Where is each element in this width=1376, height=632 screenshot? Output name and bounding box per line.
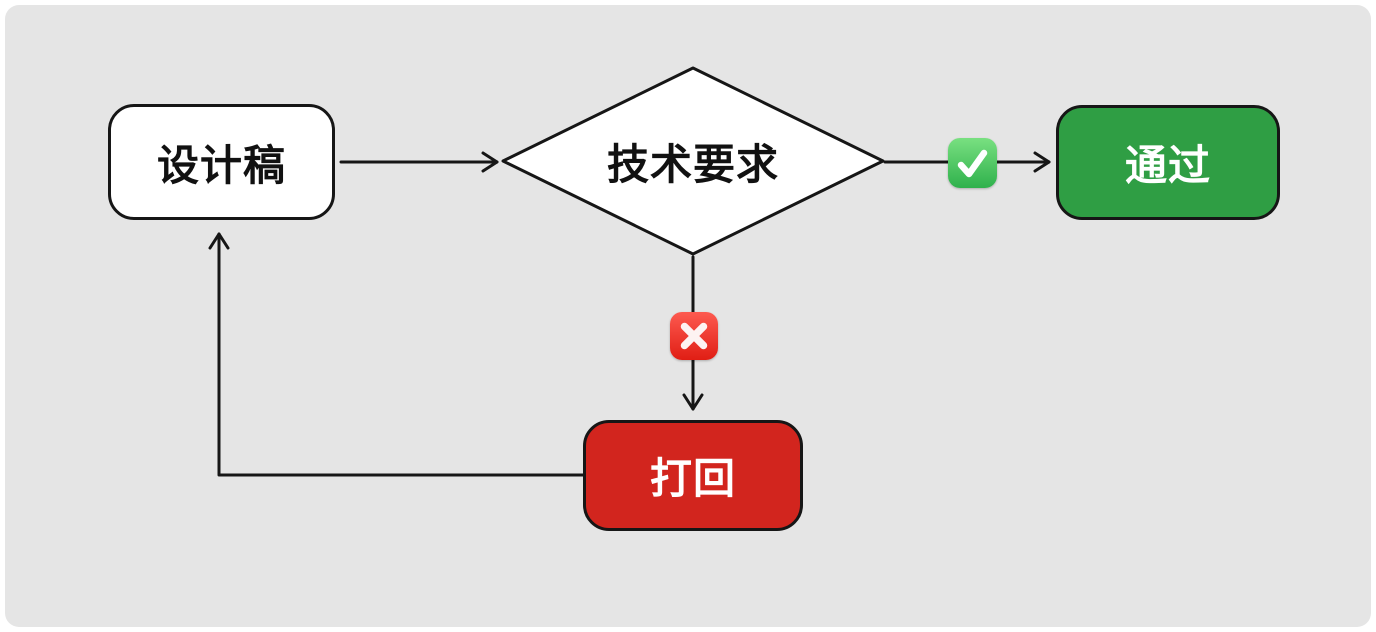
connector-layer bbox=[208, 66, 1051, 477]
decision-diamond-shape bbox=[501, 66, 885, 256]
design-draft-label: 设计稿 bbox=[156, 141, 286, 189]
design-draft-node: 设计稿 bbox=[108, 104, 335, 220]
reject-label: 打回 bbox=[649, 455, 736, 502]
decision-node: 技术要求 bbox=[503, 68, 883, 254]
reject-node: 打回 bbox=[583, 420, 803, 531]
flowchart-canvas: 设计稿 技术要求 通过 打回 bbox=[5, 5, 1371, 627]
decision-label: 技术要求 bbox=[606, 140, 779, 188]
check-mark-badge bbox=[948, 138, 997, 188]
cross-icon bbox=[680, 322, 708, 350]
edge-reject-to-design bbox=[208, 232, 585, 477]
pass-node: 通过 bbox=[1056, 105, 1280, 220]
cross-mark-badge bbox=[670, 312, 718, 360]
check-icon bbox=[957, 149, 988, 178]
pass-label: 通过 bbox=[1124, 142, 1211, 189]
